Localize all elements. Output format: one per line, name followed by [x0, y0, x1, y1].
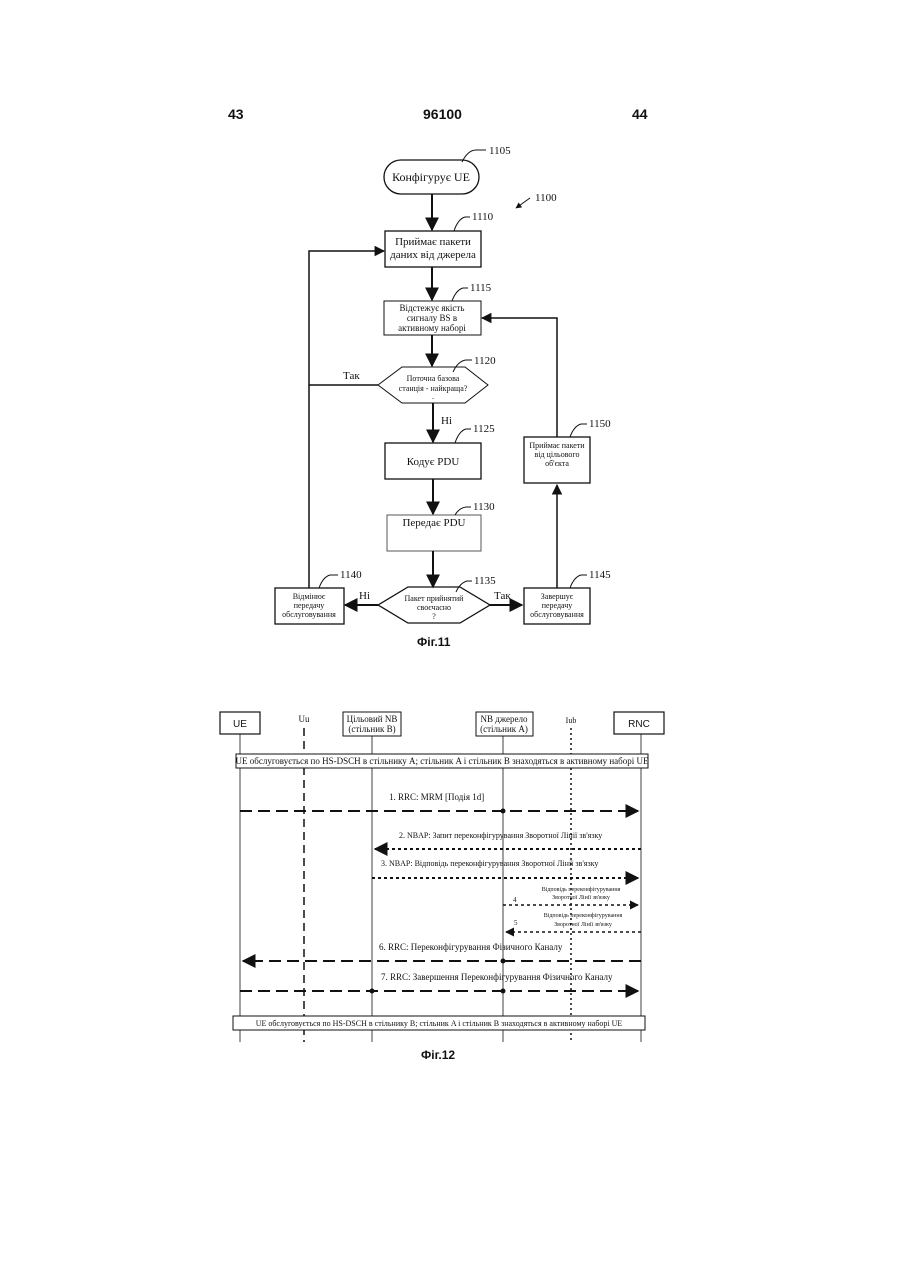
flowchart-fig11: 1100 Конфігурує UE 1105 Приймає пакети д… [275, 145, 611, 649]
decision-ack-line3: ? [432, 612, 436, 621]
diagram-ref-1100: 1100 [535, 192, 557, 204]
msg1-label: 1. RRC: MRM [Подія 1d] [389, 792, 484, 802]
transmit-text: Передає PDU [402, 517, 465, 529]
msg4-line1: Відповідь переконфігурування [542, 886, 621, 893]
fig11-caption: Фіг.11 [417, 635, 451, 649]
decision-ack-line2: своєчасно [417, 603, 451, 612]
msg4-number: 4 [513, 896, 517, 904]
msg1-node-source-nb [501, 809, 506, 814]
ref-leader-1130 [455, 507, 471, 515]
receive-target-line3: об'єкта [545, 459, 569, 468]
entity-ue-label: UE [233, 719, 247, 730]
decision-best-no-label: Ні [441, 415, 452, 427]
decision-best-line3: . [432, 392, 434, 401]
decision-ack-line1: Пакет прийнятий [405, 594, 465, 603]
entity-source-nb-line2: (стільник A) [480, 724, 528, 734]
msg7-node-source-nb [501, 989, 506, 994]
ref-leader-1150 [570, 424, 587, 437]
ref-leader-1140 [319, 575, 338, 588]
ref-1150: 1150 [589, 418, 611, 430]
monitor-line1: Відстежує якість [400, 303, 465, 313]
receive-target-line1: Приймає пакети [529, 441, 585, 450]
decision-ack-yes-label: Так [494, 590, 511, 602]
bottom-state-banner-text: UE обслуговується по HS-DSCH в стільнику… [256, 1019, 623, 1028]
complete-line3: обслуговування [530, 610, 584, 619]
ref-1130: 1130 [473, 501, 495, 513]
ref-1145: 1145 [589, 569, 611, 581]
ref-1120: 1120 [474, 355, 496, 367]
msg3-label: 3. NBAP: Відповідь переконфігурування Зв… [381, 859, 598, 868]
receive-source-line2: даних від джерела [390, 249, 476, 261]
receive-target-line2: від цільового [534, 450, 579, 459]
entity-source-nb-line1: NB джерело [481, 714, 528, 724]
ref-1125: 1125 [473, 423, 495, 435]
complete-line1: Завершує [541, 592, 574, 601]
decision-best-yes-label: Так [343, 370, 360, 382]
sequence-diagram-fig12: UE Uu Цільовий NB (стільник B) NB джерел… [220, 712, 664, 1062]
ref-1135: 1135 [474, 575, 496, 587]
ref-leader-1115 [452, 288, 468, 301]
ref-leader-1110 [454, 217, 470, 231]
diagram-ref-arrow [516, 198, 530, 208]
msg7-node-target-nb [370, 989, 375, 994]
msg6-label: 6. RRC: Переконфігурування Фізичного Кан… [379, 942, 563, 952]
ref-1115: 1115 [470, 282, 492, 294]
decision-ack-no-label: Ні [359, 590, 370, 602]
ref-1105: 1105 [489, 145, 511, 157]
complete-line2: передачу [542, 601, 573, 610]
msg5-line2: Зворотної Лінії зв'язку [554, 922, 612, 928]
entity-target-nb-line2: (стільник B) [348, 724, 395, 734]
arrow-target-to-monitor [482, 318, 557, 437]
msg6-node-source-nb [501, 959, 506, 964]
decision-best-line1: Поточна базова [407, 374, 460, 383]
msg5-line1: Відповідь переконфігурування [544, 912, 623, 919]
msg4-line2: Зворотної Лінії зв'язку [552, 895, 610, 901]
entity-target-nb-line1: Цільовий NB [347, 714, 398, 724]
msg2-label: 2. NBAP: Запит переконфігурування Зворот… [399, 831, 602, 840]
fig12-caption: Фіг.12 [421, 1048, 455, 1062]
monitor-line3: активному наборі [398, 323, 466, 333]
arrow-yes-to-receive [309, 251, 384, 385]
interface-iub-label: Iub [566, 716, 577, 725]
msg7-label: 7. RRC: Завершення Переконфігурування Фі… [381, 972, 613, 982]
cancel-line1: Відмінює [293, 592, 326, 601]
monitor-line2: сигналу BS в [407, 313, 457, 323]
encode-text: Кодує PDU [407, 456, 460, 468]
cancel-line2: передачу [294, 601, 325, 610]
msg5-number: 5 [514, 919, 518, 927]
ref-leader-1125 [455, 429, 471, 443]
ref-1110: 1110 [472, 211, 494, 223]
entity-rnc-label: RNC [628, 719, 650, 730]
top-state-banner-text: UE обслуговується по HS-DSCH в стільнику… [236, 756, 649, 766]
interface-uu-label: Uu [299, 714, 310, 724]
ref-leader-1145 [570, 575, 587, 588]
cancel-line3: обслуговування [282, 610, 336, 619]
ref-1140: 1140 [340, 569, 362, 581]
start-text: Конфігурує UE [392, 170, 470, 184]
receive-source-line1: Приймає пакети [395, 236, 471, 248]
